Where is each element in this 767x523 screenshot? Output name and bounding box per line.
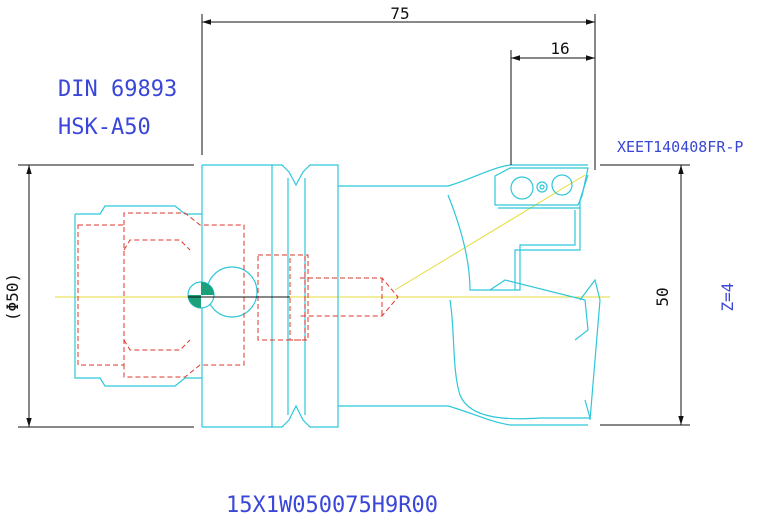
teeth-count-label: Z=4: [718, 283, 737, 312]
insert-hole-right: [551, 174, 573, 196]
dimension-50-label: 50: [653, 287, 672, 306]
insert-screw-icon: [536, 181, 548, 193]
dimension-overall-length: 75: [201, 4, 596, 170]
dimension-insert-offset: 16: [510, 39, 595, 165]
dimension-cutting-diameter: 50: [600, 164, 690, 426]
hidden-bore-lines: [77, 212, 399, 378]
dimension-16-label: 16: [550, 39, 569, 58]
insert-label: XEET140408FR-P: [617, 138, 743, 156]
standard-label: DIN 69893: [58, 77, 177, 102]
part-number-label: 15X1W050075H9R00: [226, 493, 438, 518]
center-reference-icon: [187, 281, 290, 309]
interface-label: HSK-A50: [58, 115, 151, 140]
insert-projection-line: [394, 174, 586, 291]
insert-hole-left: [510, 176, 534, 200]
hsk-shank-outline: [74, 164, 601, 428]
dimension-75-label: 75: [390, 4, 409, 23]
dimension-phi50-label: (Φ50): [3, 273, 22, 321]
dimension-shank-diameter: (Φ50): [3, 164, 194, 428]
